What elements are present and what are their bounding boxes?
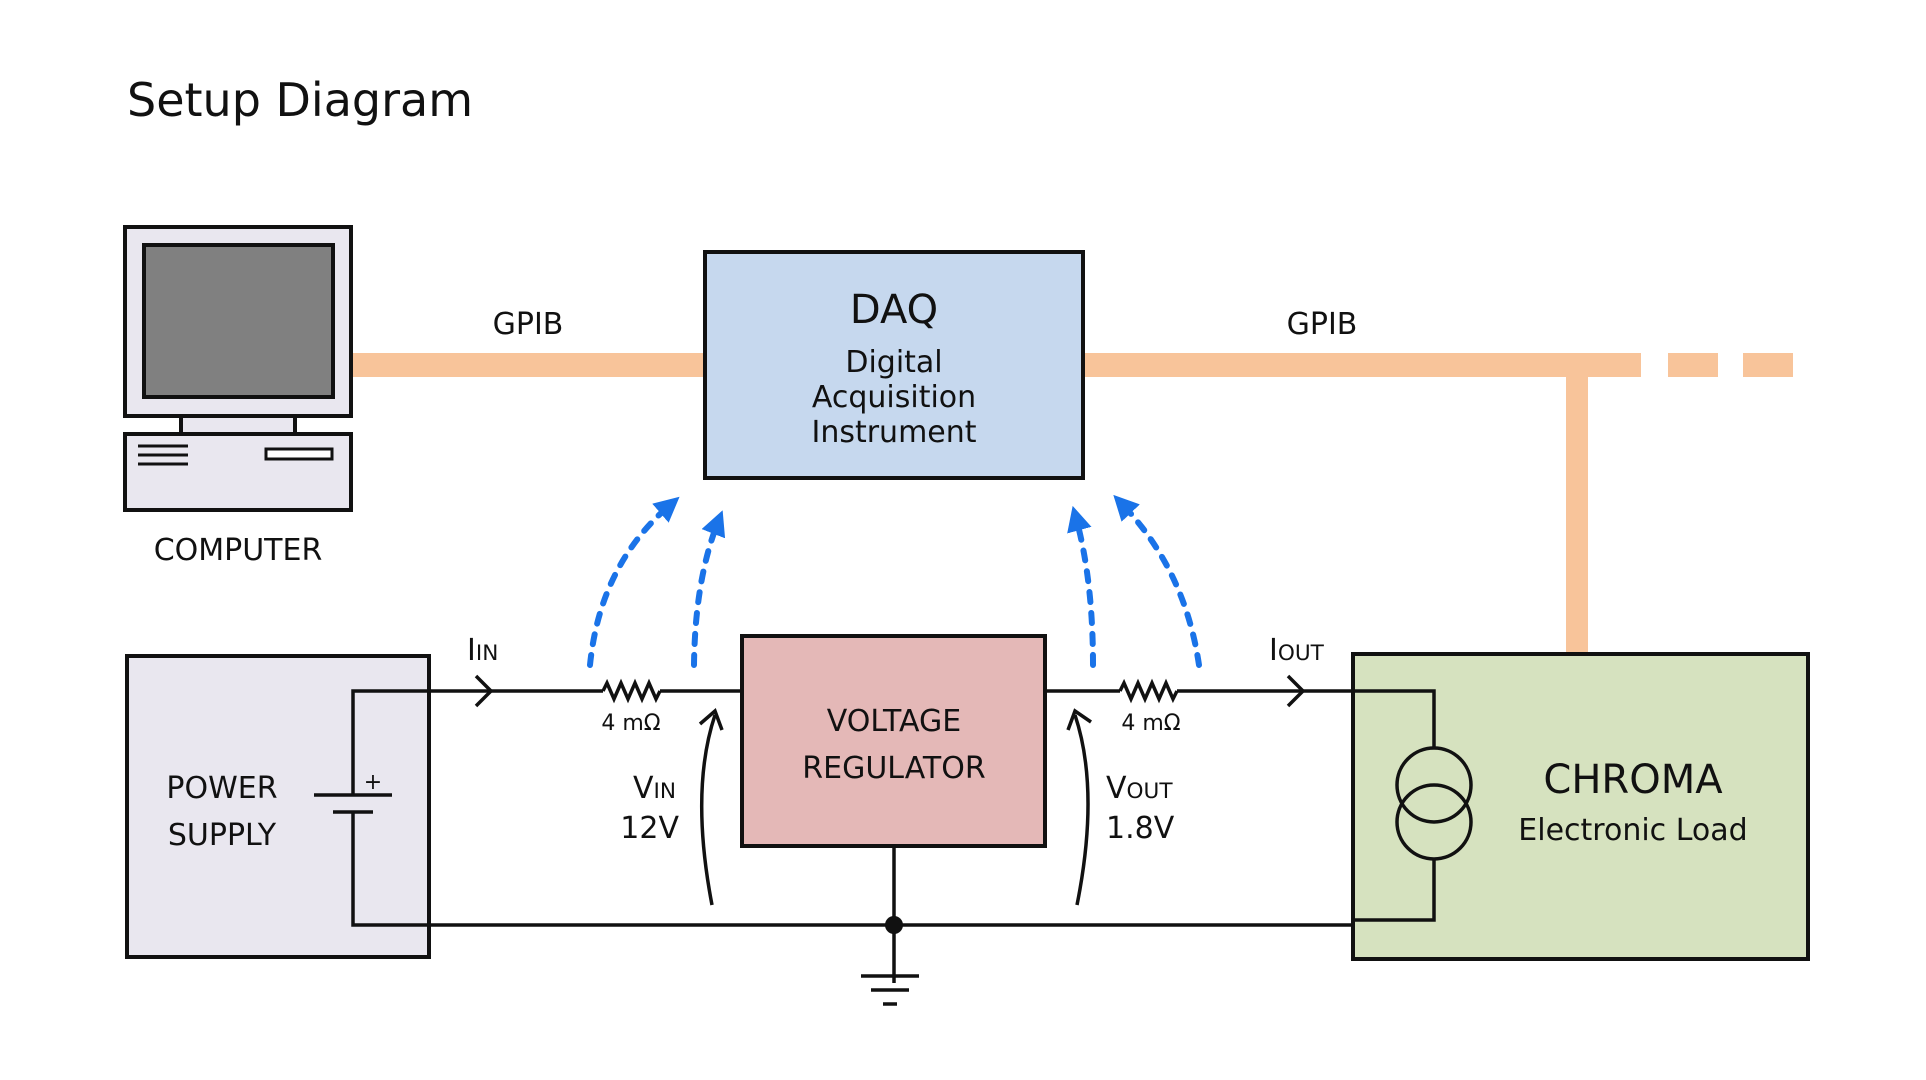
page-title: Setup Diagram [127, 73, 473, 127]
input-resistor-value: 4 mΩ [601, 711, 660, 736]
power-supply-box [125, 654, 431, 959]
gpib-bus-drop [1566, 377, 1588, 654]
signal-arrow-vout-right [1113, 494, 1202, 668]
chroma-title: CHROMA [1543, 757, 1723, 803]
gpib-bus [352, 353, 1793, 654]
signal-arrow-vin-left [587, 496, 680, 668]
resistor-output [1118, 678, 1179, 704]
voltage-arc-in [700, 714, 717, 906]
chroma-subtitle: Electronic Load [1518, 813, 1747, 848]
regulator-line-2: REGULATOR [802, 751, 985, 786]
output-voltage-label: VOUT [1106, 771, 1173, 806]
gpib-bus-right [1083, 353, 1641, 377]
gpib-bus-dash [1668, 353, 1718, 377]
regulator-line-1: VOLTAGE [827, 704, 961, 739]
disk-slot [264, 447, 334, 461]
resistor-input [601, 678, 662, 704]
current-source-icon [1353, 689, 1473, 922]
power-supply-line-2: SUPPLY [168, 818, 277, 853]
signal-arrows [587, 494, 1202, 668]
voltage-regulator-box [740, 634, 1047, 848]
gpib-label-right: GPIB [1287, 307, 1358, 342]
daq-line-3: Instrument [811, 415, 976, 450]
monitor-screen [142, 243, 335, 399]
gpib-bus-left [352, 353, 706, 377]
computer-label: COMPUTER [154, 533, 323, 568]
gpib-bus-dash [1743, 353, 1793, 377]
input-voltage-label: VIN [633, 771, 676, 806]
input-current-label: IIN [467, 633, 498, 668]
computer-icon [123, 225, 353, 512]
current-arrow-in [474, 674, 494, 708]
output-voltage-value: 1.8V [1106, 811, 1175, 846]
gpib-label-left: GPIB [493, 307, 564, 342]
battery-polarity: + [364, 770, 382, 795]
output-resistor-value: 4 mΩ [1121, 711, 1180, 736]
output-current-label: IOUT [1269, 633, 1325, 668]
voltage-arc-out [1073, 714, 1090, 906]
monitor-stand [179, 414, 297, 436]
power-supply-line-1: POWER [166, 771, 277, 806]
junction-node [885, 916, 903, 934]
input-voltage-value: 12V [620, 811, 679, 846]
signal-arrow-vout-left [1067, 505, 1096, 668]
chroma-box [1351, 652, 1810, 961]
signal-arrow-vin-right [691, 510, 726, 668]
daq-line-2: Acquisition [812, 380, 976, 415]
daq-box [703, 250, 1085, 480]
current-arrow-out [1286, 674, 1306, 708]
daq-title: DAQ [850, 287, 938, 333]
ground-icon [861, 974, 919, 1006]
daq-line-1: Digital [845, 345, 942, 380]
